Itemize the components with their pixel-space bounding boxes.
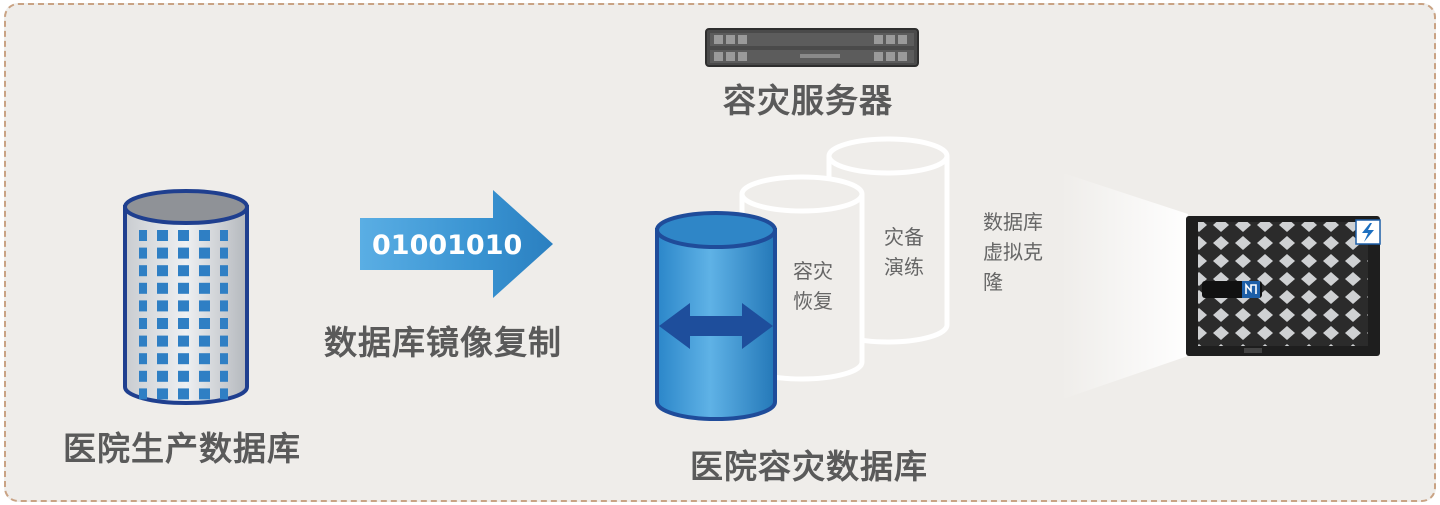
building-window [178, 318, 189, 329]
building-window [199, 282, 210, 294]
building-window [178, 230, 189, 241]
building-window [139, 318, 147, 329]
building-window [199, 230, 210, 241]
drill-label: 灾备演练 [884, 225, 924, 279]
disaster-recovery-server-icon [705, 28, 919, 67]
building-window [139, 265, 147, 277]
building-window [199, 353, 210, 365]
building-window [220, 335, 228, 347]
building-window [178, 247, 189, 259]
building-window [199, 335, 210, 347]
building-window [157, 370, 168, 382]
building-window [220, 282, 228, 294]
building-window [199, 265, 210, 277]
database-mirror-replication-label: 数据库镜像复制 [324, 323, 562, 362]
building-window [220, 247, 228, 259]
replication-arrow-icon [360, 190, 553, 298]
building-window [139, 370, 147, 382]
building-window [220, 230, 228, 241]
building-window [199, 318, 210, 329]
building-window [178, 282, 189, 294]
building-window [157, 230, 168, 241]
building-window [178, 388, 189, 400]
building-window [199, 300, 210, 312]
bidirectional-arrow-icon [659, 303, 773, 349]
building-window [220, 353, 228, 365]
building-window [220, 370, 228, 382]
building-window [139, 282, 147, 294]
virtual-clone-label: 数据库虚拟克隆 [983, 210, 1043, 294]
building-window [139, 353, 147, 365]
hospital-production-database-icon [123, 189, 249, 405]
building-window [157, 265, 168, 277]
storage-appliance-icon [1186, 216, 1381, 356]
building-window [199, 247, 210, 259]
hospital-dr-database-icon [655, 211, 777, 421]
building-window [178, 370, 189, 382]
recovery-label: 容灾恢复 [793, 259, 833, 313]
building-window [139, 247, 147, 259]
hospital-dr-database-label: 医院容灾数据库 [690, 447, 928, 486]
hospital-production-database-label: 医院生产数据库 [63, 429, 301, 468]
building-window [139, 335, 147, 347]
lightning-icon [1362, 223, 1374, 242]
building-window [178, 353, 189, 365]
building-window [157, 247, 168, 259]
disaster-recovery-server-label: 容灾服务器 [723, 81, 893, 120]
building-window [139, 300, 147, 312]
building-window [157, 300, 168, 312]
building-window [220, 300, 228, 312]
building-window [157, 335, 168, 347]
binary-stream-text: 01001010 [372, 230, 522, 261]
clone-light-beam [1060, 172, 1188, 400]
building-window [220, 318, 228, 329]
building-window [157, 353, 168, 365]
building-window [178, 335, 189, 347]
building-window [139, 388, 147, 400]
building-window [178, 265, 189, 277]
building-window [220, 265, 228, 277]
building-window [199, 388, 210, 400]
building-windows [139, 230, 228, 400]
building-window [157, 318, 168, 329]
building-window [199, 370, 210, 382]
building-window [178, 300, 189, 312]
building-window [157, 282, 168, 294]
building-window [220, 388, 228, 400]
building-window [139, 230, 147, 241]
building-window [157, 388, 168, 400]
